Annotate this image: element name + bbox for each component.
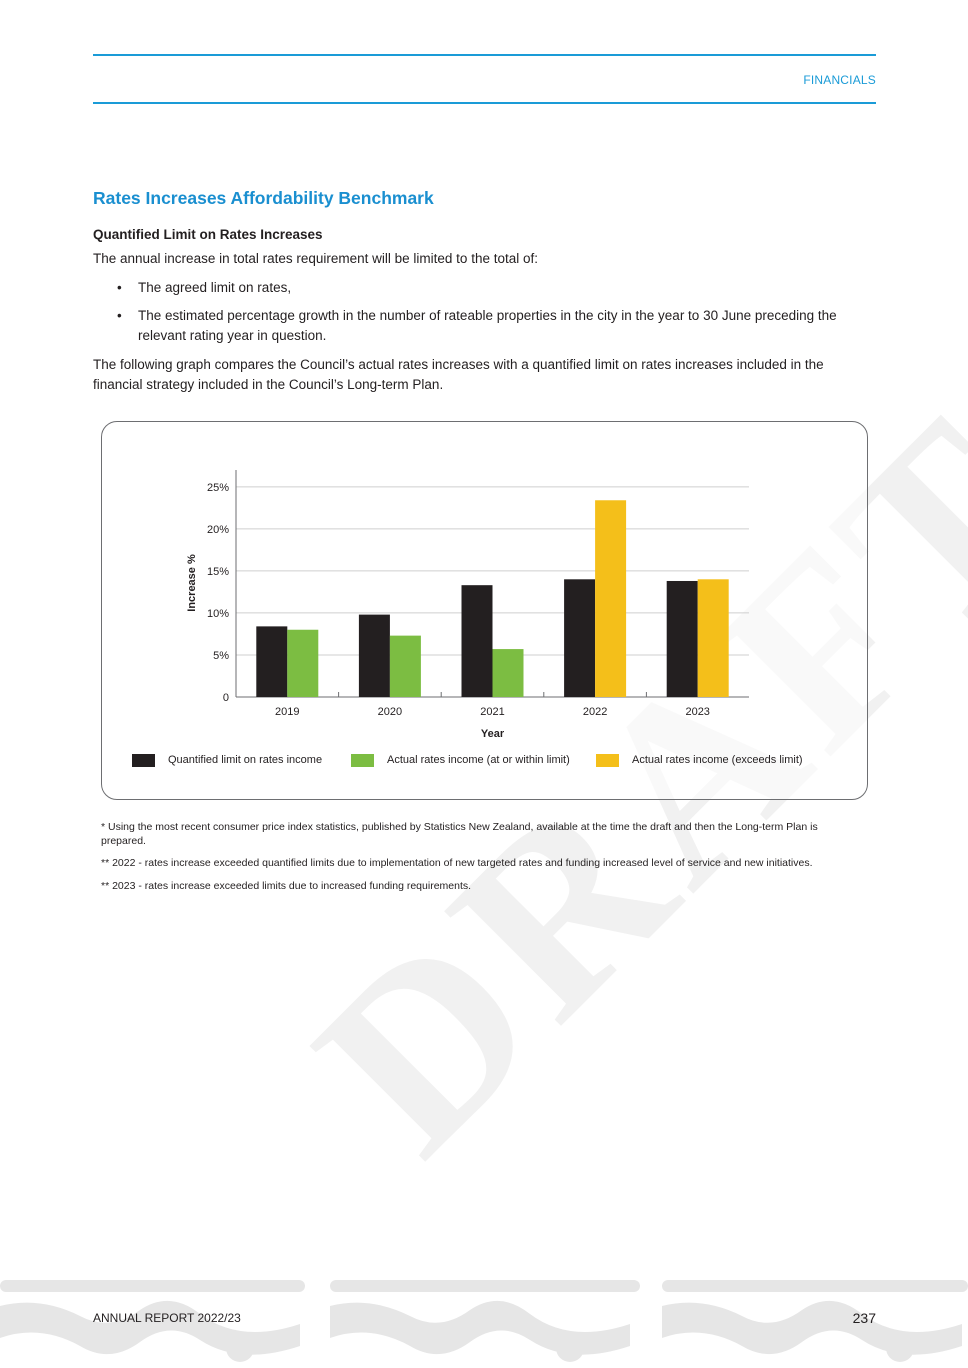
bar-2019-actual xyxy=(287,629,319,697)
footer-page-number: 237 xyxy=(852,1310,876,1326)
bullet-text: The estimated percentage growth in the n… xyxy=(138,308,837,343)
x-tick-label: 2020 xyxy=(378,706,402,718)
intro-paragraph: The annual increase in total rates requi… xyxy=(93,251,538,266)
legend-label: Quantified limit on rates income xyxy=(168,754,323,766)
y-axis-title: Increase % xyxy=(186,554,198,612)
subheading: Quantified Limit on Rates Increases xyxy=(93,227,323,242)
y-tick-label: 15% xyxy=(207,566,229,578)
footnote: * Using the most recent consumer price i… xyxy=(101,821,818,847)
legend-label: Actual rates income (exceeds limit) xyxy=(632,754,803,766)
bar-2020-limit xyxy=(358,614,390,697)
bar-2023-actual xyxy=(697,579,729,697)
y-tick-label: 5% xyxy=(213,650,229,662)
bar-2021-limit xyxy=(461,585,493,697)
y-tick-label: 10% xyxy=(207,608,229,620)
x-tick-label: 2022 xyxy=(583,706,607,718)
bar-2023-limit xyxy=(666,580,698,697)
y-tick-label: 0 xyxy=(223,692,229,704)
footer-report-title: ANNUAL REPORT 2022/23 xyxy=(93,1311,241,1325)
legend-swatch xyxy=(351,754,374,767)
legend-swatch xyxy=(596,754,619,767)
y-tick-label: 20% xyxy=(207,524,229,536)
bullet-icon: • xyxy=(117,280,122,295)
y-tick-label: 25% xyxy=(207,482,229,494)
legend-label: Actual rates income (at or within limit) xyxy=(387,754,570,766)
x-tick-label: 2019 xyxy=(275,706,299,718)
header-rule-top xyxy=(93,54,876,56)
x-tick-label: 2021 xyxy=(480,706,504,718)
x-axis-title: Year xyxy=(481,728,505,740)
bullet-icon: • xyxy=(117,308,122,323)
bar-2022-limit xyxy=(564,579,596,697)
page-heading: Rates Increases Affordability Benchmark xyxy=(93,188,434,208)
footer-pattern xyxy=(0,1280,968,1362)
section-label: FINANCIALS xyxy=(803,73,876,87)
footnote: ** 2022 - rates increase exceeded quanti… xyxy=(101,857,813,869)
bar-2021-actual xyxy=(492,649,524,697)
bar-2019-limit xyxy=(256,626,288,697)
bullet-text: The agreed limit on rates, xyxy=(138,280,292,295)
footnote: ** 2023 - rates increase exceeded limits… xyxy=(101,880,472,892)
legend-swatch xyxy=(132,754,155,767)
body-paragraph: The following graph compares the Council… xyxy=(93,357,824,392)
bar-2020-actual xyxy=(389,635,421,697)
header-rule-bottom xyxy=(93,102,876,104)
x-tick-label: 2023 xyxy=(685,706,709,718)
bar-2022-actual xyxy=(595,500,627,697)
